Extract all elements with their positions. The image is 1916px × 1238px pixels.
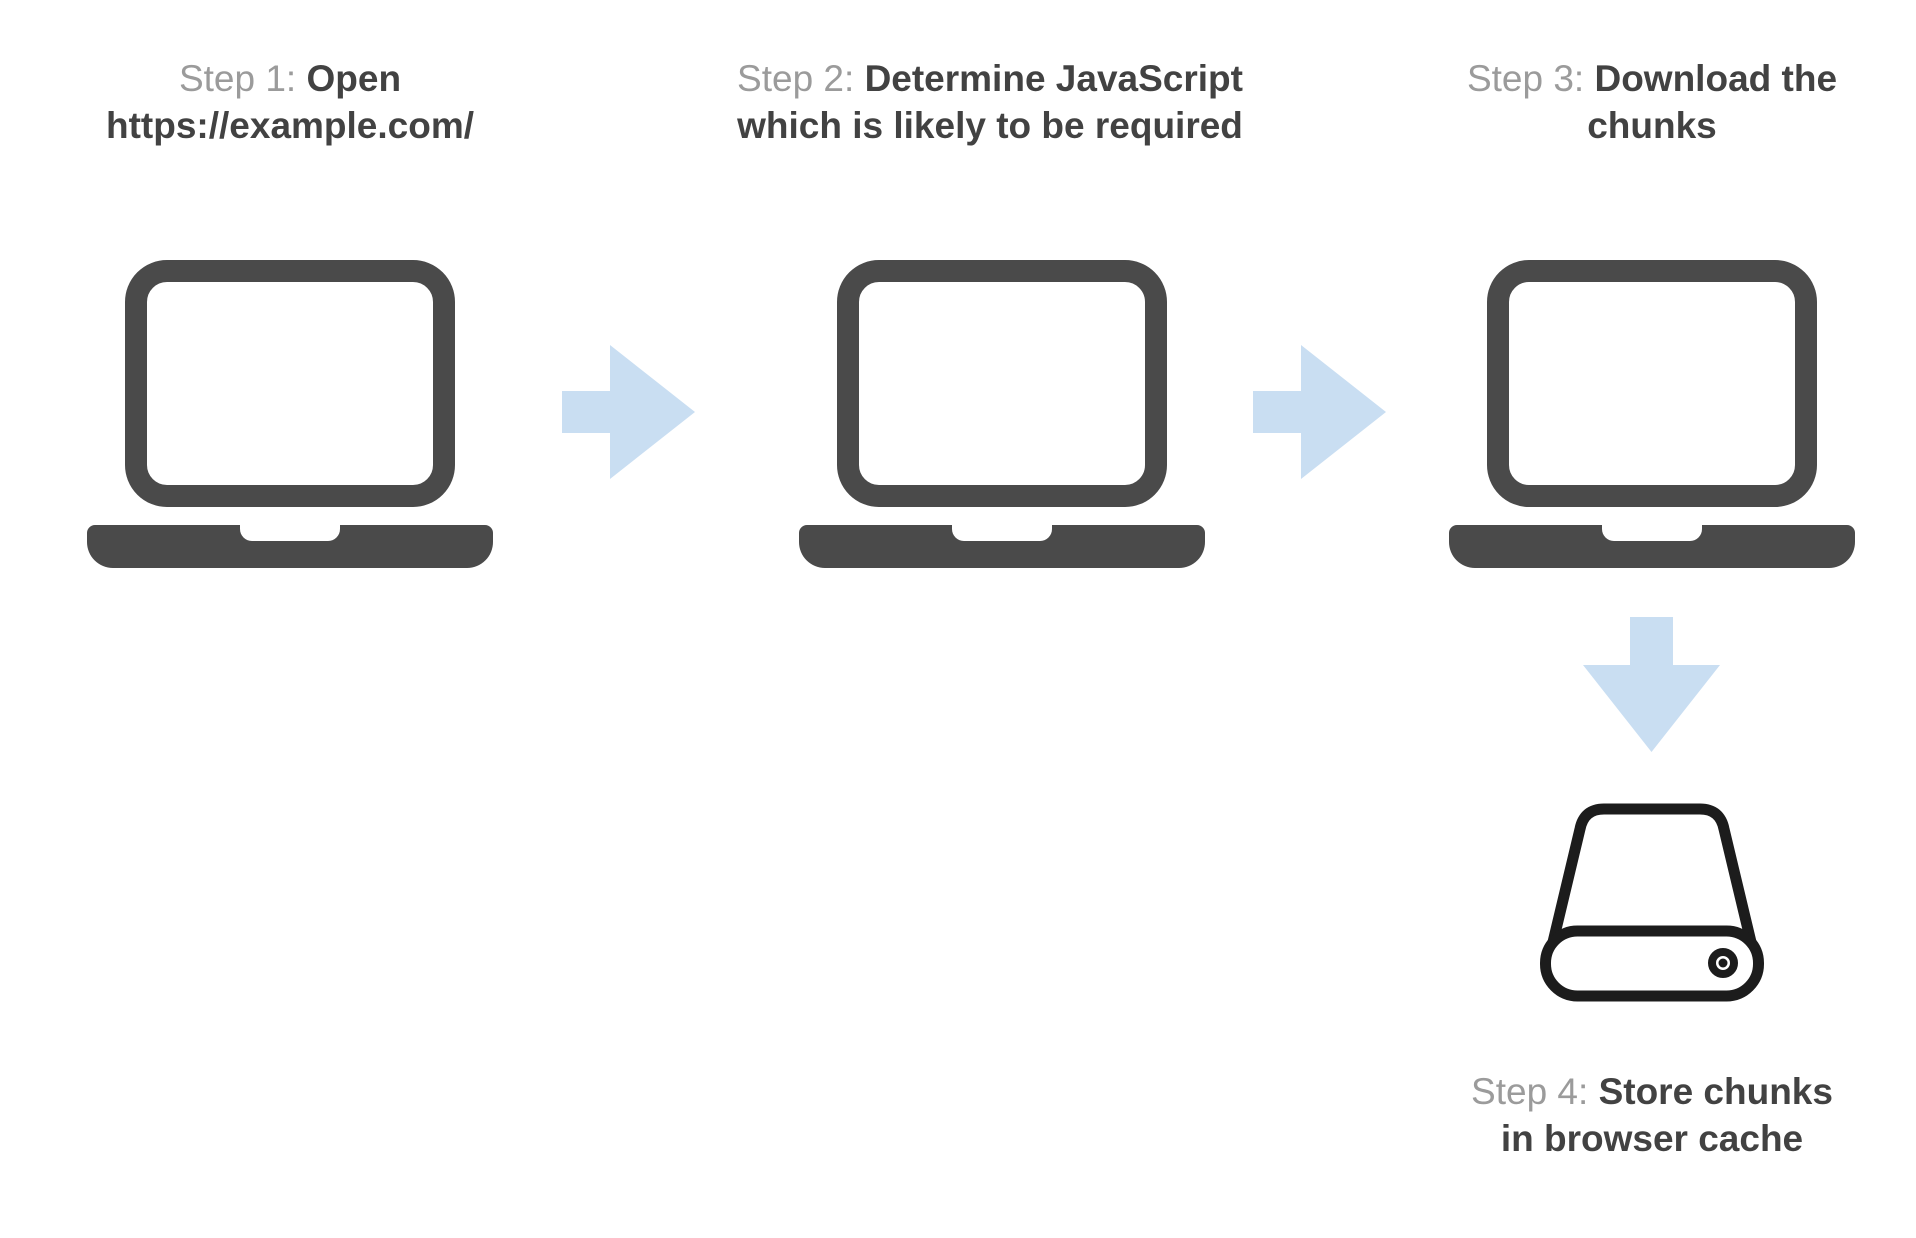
laptop-notch bbox=[1602, 525, 1702, 541]
step-2-prefix: Step 2: bbox=[737, 58, 865, 99]
step-4-label: Step 4: Store chunks in browser cache bbox=[1372, 1068, 1916, 1162]
laptop-icon bbox=[87, 260, 493, 570]
right-arrow-icon bbox=[1253, 345, 1386, 479]
drive-base bbox=[1540, 925, 1764, 1002]
right-arrow-icon bbox=[562, 345, 695, 479]
step-4-title: Store chunks bbox=[1598, 1071, 1833, 1112]
step-3-line-1: Step 3: Download the bbox=[1372, 55, 1916, 102]
step-3-label: Step 3: Download the chunks bbox=[1372, 55, 1916, 149]
drive-led-dot bbox=[1718, 958, 1728, 968]
step-1-line-2: https://example.com/ bbox=[105, 105, 475, 146]
step-3-prefix: Step 3: bbox=[1466, 58, 1595, 99]
step-2-line-2: which is likely to be required bbox=[737, 105, 1243, 146]
step-4-line-1: Step 4: Store chunks bbox=[1372, 1068, 1916, 1115]
laptop-screen bbox=[837, 260, 1167, 507]
hard-drive-icon bbox=[1540, 803, 1764, 1002]
step-4-line-2: in browser cache bbox=[1500, 1118, 1804, 1159]
down-arrow-icon bbox=[1583, 617, 1720, 752]
laptop-icon bbox=[799, 260, 1205, 570]
laptop-base bbox=[799, 525, 1205, 568]
laptop-notch bbox=[952, 525, 1052, 541]
step-1-title: Open bbox=[306, 58, 402, 99]
drive-body bbox=[1547, 803, 1757, 948]
step-1-line-1: Step 1: Open bbox=[10, 55, 570, 102]
laptop-screen bbox=[1487, 260, 1817, 507]
step-3-title: Download the bbox=[1594, 58, 1838, 99]
step-1-label: Step 1: Open https://example.com/ bbox=[10, 55, 570, 149]
step-2-title: Determine JavaScript bbox=[864, 58, 1243, 99]
laptop-notch bbox=[240, 525, 340, 541]
step-2-label: Step 2: Determine JavaScript which is li… bbox=[710, 55, 1270, 149]
laptop-base bbox=[1449, 525, 1855, 568]
step-3-line-2: chunks bbox=[1587, 105, 1717, 146]
laptop-screen bbox=[125, 260, 455, 507]
step-4-prefix: Step 4: bbox=[1471, 1071, 1599, 1112]
laptop-icon bbox=[1449, 260, 1855, 570]
laptop-base bbox=[87, 525, 493, 568]
step-1-prefix: Step 1: bbox=[178, 58, 307, 99]
step-2-line-1: Step 2: Determine JavaScript bbox=[710, 55, 1270, 102]
